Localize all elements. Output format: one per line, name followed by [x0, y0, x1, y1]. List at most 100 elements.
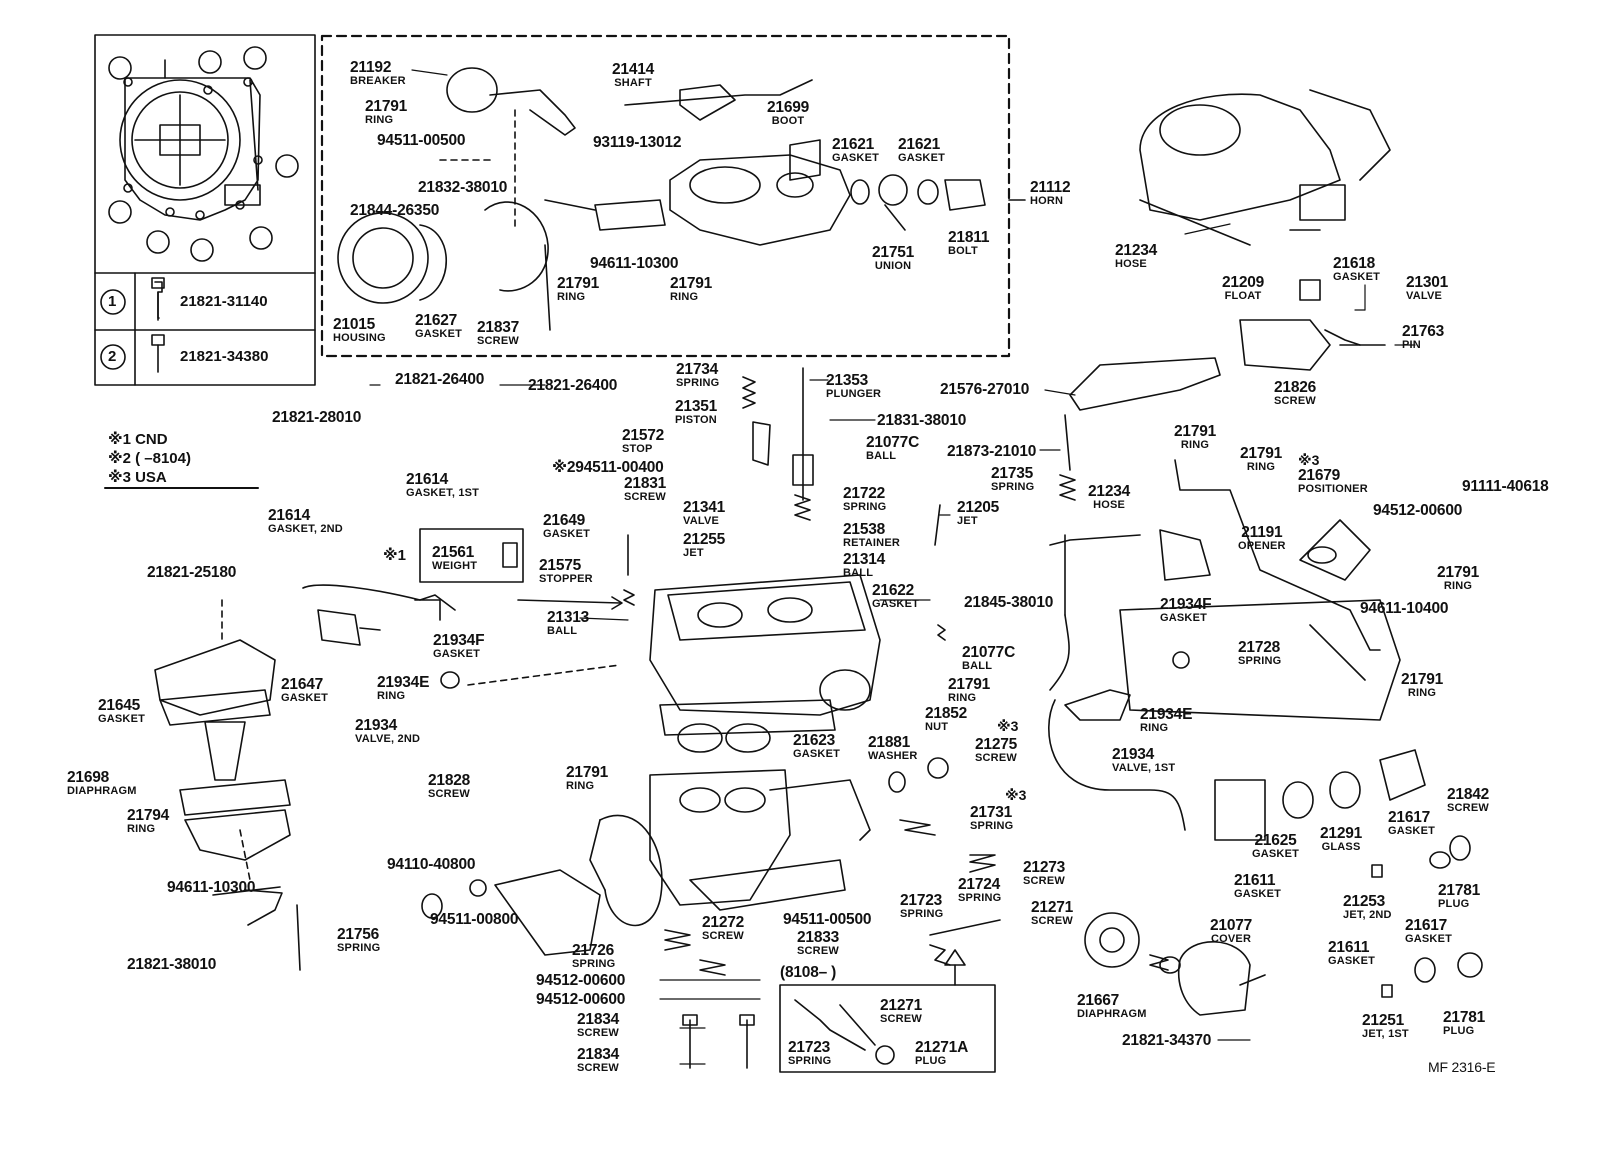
inset-row1-part: 21821-31140 [180, 293, 268, 310]
top-right-horn-art [1139, 89, 1391, 371]
inset-circle-2-label: 2 [108, 348, 117, 365]
marker-usa: ※3 [1005, 787, 1027, 803]
carburetor-body-art [494, 574, 881, 956]
part-label-94511-00800: 94511-00800 [430, 911, 519, 928]
part-label-21831-38010: 21831-38010 [877, 412, 967, 429]
leader-lines [369, 69, 1416, 1065]
part-label-94611-10300: 94611-10300 [590, 255, 679, 272]
part-label-94110-40800: 94110-40800 [387, 856, 476, 873]
part-label-21821-26400: 21821-26400 [528, 377, 618, 394]
upper-assembly-art [337, 67, 986, 331]
weight-marker: ※1 [383, 547, 406, 564]
part-label-21821-34370: 21821-34370 [1122, 1032, 1212, 1049]
part-label-94511-00500: 94511-00500 [783, 911, 872, 928]
accelerator-pump-art [154, 599, 301, 971]
part-label-94512-00600: 94512-00600 [536, 991, 626, 1008]
part-label-21821-25180: 21821-25180 [147, 564, 237, 581]
date-note: (8108– ) [780, 964, 837, 981]
fuel-cut-valve-art [302, 584, 621, 689]
part-label-94511-00500: 94511-00500 [377, 132, 466, 149]
part-label-21821-26400: 21821-26400 [395, 371, 485, 388]
inset-row2-part: 21821-34380 [180, 348, 269, 365]
part-label-94512-00600: 94512-00600 [536, 972, 626, 989]
part-label-94611-10400: 94611-10400 [1360, 600, 1449, 617]
dashed-assembly-boundary [320, 34, 1011, 358]
part-label-94511-00400: ※294511-00400 [552, 459, 664, 476]
part-label-21844-26350: 21844-26350 [350, 202, 440, 219]
inset-box [94, 34, 316, 386]
part-label-94512-00600: 94512-00600 [1373, 502, 1463, 519]
legend-note-2: ※2 ( –8104) [108, 450, 191, 467]
legend-note-1: ※1 CND [108, 431, 168, 448]
diagram-code: MF 2316-E [1428, 1059, 1496, 1075]
weight-box [419, 528, 524, 583]
part-label-21832-38010: 21832-38010 [418, 179, 508, 196]
lower-right-art [1084, 835, 1483, 1016]
part-label-21821-38010: 21821-38010 [127, 956, 217, 973]
